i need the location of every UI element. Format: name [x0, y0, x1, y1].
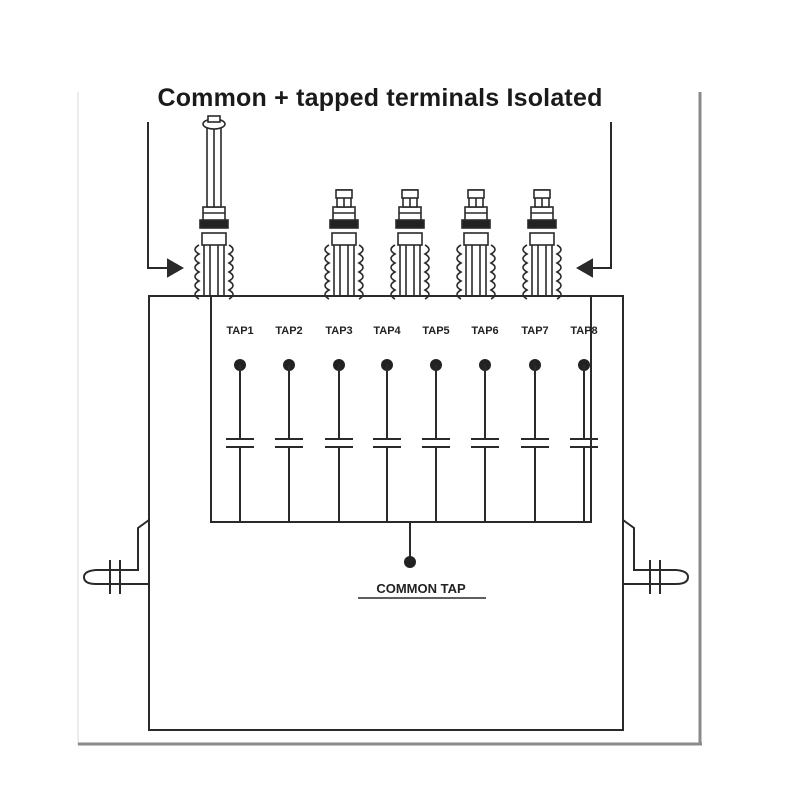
tap-column: TAP2	[275, 325, 303, 522]
tap-label: TAP5	[422, 325, 449, 337]
tap-label: TAP7	[521, 325, 548, 337]
left-pointer-arrow	[147, 122, 185, 278]
bushing-terminal	[456, 189, 496, 300]
common-tap-label: COMMON TAP	[376, 581, 466, 596]
tap-label: TAP6	[471, 325, 498, 337]
bushing-terminal	[522, 189, 562, 300]
tap-column: TAP1	[226, 325, 254, 522]
tap-columns: TAP1 TAP2 TAP3 TAP4 TAP5 TAP6 TAP7 TAP8	[226, 325, 598, 522]
outer-frame	[77, 92, 702, 746]
tap-column: TAP7	[521, 325, 549, 522]
bushing-terminal	[390, 189, 430, 300]
bushing-terminal	[194, 115, 234, 300]
tap-column: TAP5	[422, 325, 450, 522]
tap-label: TAP1	[226, 325, 253, 337]
right-pointer-arrow	[575, 122, 612, 278]
bushing-group	[194, 115, 562, 300]
tap-column: TAP3	[325, 325, 353, 522]
tap-column: TAP6	[471, 325, 499, 522]
right-mounting-bracket	[622, 519, 690, 594]
tap-column: TAP4	[373, 325, 402, 522]
diagram-title: Common + tapped terminals Isolated	[157, 84, 603, 112]
tap-label: TAP3	[325, 325, 352, 337]
tap-label: TAP8	[570, 325, 597, 337]
bushing-terminal	[324, 189, 364, 300]
left-mounting-bracket	[82, 519, 150, 594]
tap-label: TAP2	[275, 325, 302, 337]
common-tap-terminal	[404, 556, 416, 568]
tap-label: TAP4	[373, 325, 401, 337]
tap-column: TAP8	[570, 325, 598, 522]
